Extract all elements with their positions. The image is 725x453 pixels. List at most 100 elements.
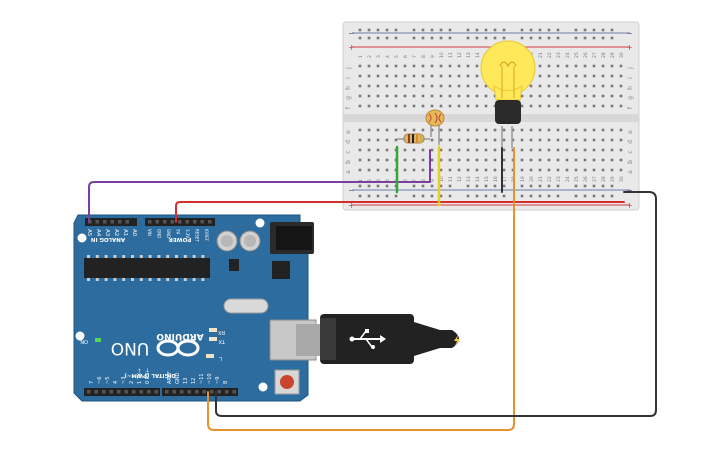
breadboard-hole[interactable]	[403, 158, 407, 162]
breadboard-hole[interactable]	[520, 94, 524, 98]
breadboard-hole[interactable]	[619, 104, 623, 108]
breadboard-hole[interactable]	[484, 94, 488, 98]
rail-hole[interactable]	[556, 194, 560, 198]
breadboard-hole[interactable]	[619, 168, 623, 172]
breadboard-hole[interactable]	[421, 104, 425, 108]
rail-hole[interactable]	[583, 28, 587, 32]
breadboard-hole[interactable]	[376, 168, 380, 172]
breadboard-hole[interactable]	[574, 74, 578, 78]
breadboard-hole[interactable]	[358, 64, 362, 68]
breadboard-hole[interactable]	[421, 158, 425, 162]
breadboard-hole[interactable]	[358, 74, 362, 78]
breadboard-hole[interactable]	[601, 168, 605, 172]
breadboard-hole[interactable]	[484, 168, 488, 172]
header-pin-socket[interactable]	[132, 390, 136, 394]
rail-hole[interactable]	[412, 194, 416, 198]
breadboard-hole[interactable]	[592, 148, 596, 152]
breadboard-hole[interactable]	[385, 94, 389, 98]
breadboard-hole[interactable]	[403, 74, 407, 78]
breadboard-hole[interactable]	[529, 104, 533, 108]
breadboard-hole[interactable]	[394, 138, 398, 142]
header-pin-socket[interactable]	[117, 390, 121, 394]
breadboard-hole[interactable]	[475, 64, 479, 68]
rail-hole[interactable]	[421, 28, 425, 32]
breadboard-hole[interactable]	[556, 84, 560, 88]
breadboard-hole[interactable]	[430, 168, 434, 172]
breadboard-hole[interactable]	[556, 128, 560, 132]
rail-hole[interactable]	[421, 194, 425, 198]
breadboard-hole[interactable]	[484, 148, 488, 152]
rail-hole[interactable]	[520, 184, 524, 188]
rail-hole[interactable]	[520, 36, 524, 40]
breadboard-hole[interactable]	[484, 84, 488, 88]
header-pin-socket[interactable]	[170, 220, 175, 224]
breadboard-hole[interactable]	[610, 138, 614, 142]
digital-header-left[interactable]	[84, 388, 160, 396]
header-pin-socket[interactable]	[87, 390, 91, 394]
breadboard-hole[interactable]	[385, 158, 389, 162]
rail-hole[interactable]	[547, 194, 551, 198]
breadboard-hole[interactable]	[574, 148, 578, 152]
rail-hole[interactable]	[430, 28, 434, 32]
breadboard-hole[interactable]	[421, 128, 425, 132]
rail-hole[interactable]	[385, 28, 389, 32]
breadboard-hole[interactable]	[502, 168, 506, 172]
breadboard-hole[interactable]	[574, 64, 578, 68]
breadboard-hole[interactable]	[592, 74, 596, 78]
breadboard-hole[interactable]	[367, 138, 371, 142]
rail-hole[interactable]	[358, 184, 362, 188]
breadboard-hole[interactable]	[556, 148, 560, 152]
breadboard-hole[interactable]	[583, 84, 587, 88]
breadboard-hole[interactable]	[565, 64, 569, 68]
breadboard-hole[interactable]	[520, 148, 524, 152]
breadboard-hole[interactable]	[538, 128, 542, 132]
rail-hole[interactable]	[601, 28, 605, 32]
rail-hole[interactable]	[529, 28, 533, 32]
breadboard-hole[interactable]	[601, 148, 605, 152]
rail-hole[interactable]	[448, 194, 452, 198]
breadboard-hole[interactable]	[412, 84, 416, 88]
breadboard-hole[interactable]	[601, 84, 605, 88]
breadboard-hole[interactable]	[475, 168, 479, 172]
breadboard-hole[interactable]	[574, 84, 578, 88]
rail-hole[interactable]	[601, 184, 605, 188]
wire-orange-pin13[interactable]	[207, 147, 515, 431]
breadboard-hole[interactable]	[547, 74, 551, 78]
rail-hole[interactable]	[574, 184, 578, 188]
breadboard-hole[interactable]	[439, 64, 443, 68]
rail-hole[interactable]	[610, 36, 614, 40]
breadboard-hole[interactable]	[430, 138, 434, 142]
breadboard-hole[interactable]	[394, 64, 398, 68]
breadboard-hole[interactable]	[574, 128, 578, 132]
breadboard-hole[interactable]	[466, 168, 470, 172]
breadboard-hole[interactable]	[502, 138, 506, 142]
rail-hole[interactable]	[421, 36, 425, 40]
breadboard-hole[interactable]	[583, 74, 587, 78]
rail-hole[interactable]	[376, 184, 380, 188]
header-pin-socket[interactable]	[193, 220, 197, 224]
rail-hole[interactable]	[358, 36, 362, 40]
header-pin-socket[interactable]	[180, 390, 184, 394]
header-pin-socket[interactable]	[187, 390, 192, 394]
breadboard-hole[interactable]	[592, 64, 596, 68]
breadboard-hole[interactable]	[484, 128, 488, 132]
rail-hole[interactable]	[448, 184, 452, 188]
breadboard-hole[interactable]	[529, 94, 533, 98]
breadboard-hole[interactable]	[412, 148, 416, 152]
rail-hole[interactable]	[412, 28, 416, 32]
breadboard-hole[interactable]	[466, 104, 470, 108]
breadboard-hole[interactable]	[511, 128, 515, 132]
rail-hole[interactable]	[502, 36, 506, 40]
breadboard-hole[interactable]	[412, 128, 416, 132]
breadboard-hole[interactable]	[493, 158, 497, 162]
breadboard-hole[interactable]	[439, 128, 443, 132]
rail-hole[interactable]	[448, 36, 452, 40]
breadboard-hole[interactable]	[493, 138, 497, 142]
rail-hole[interactable]	[574, 36, 578, 40]
breadboard-hole[interactable]	[529, 158, 533, 162]
breadboard-hole[interactable]	[466, 128, 470, 132]
breadboard-hole[interactable]	[430, 94, 434, 98]
rail-hole[interactable]	[592, 184, 596, 188]
rail-hole[interactable]	[484, 36, 488, 40]
rail-hole[interactable]	[394, 194, 398, 198]
